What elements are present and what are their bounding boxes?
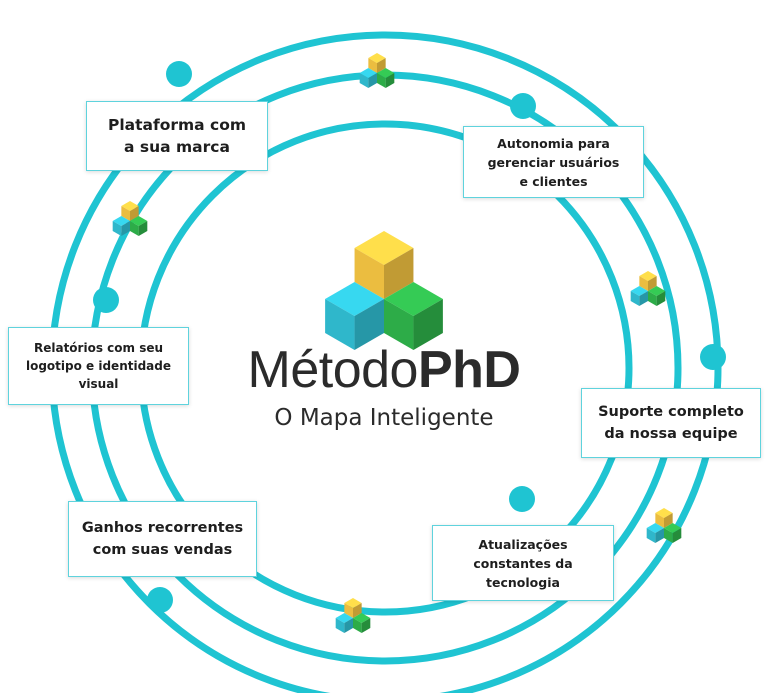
cube-face bbox=[335, 618, 345, 633]
cube-face bbox=[359, 68, 377, 78]
feature-line: Atualizações bbox=[478, 536, 568, 552]
cube-face bbox=[648, 286, 666, 296]
cube-face bbox=[354, 231, 414, 265]
cube-face bbox=[130, 221, 139, 236]
cube-face bbox=[112, 216, 130, 226]
feature-line: tecnologia bbox=[486, 574, 560, 590]
orbit-dot bbox=[93, 287, 119, 313]
cube-face bbox=[630, 286, 648, 296]
feature-atualizacoes: Atualizações constantes da tecnologia bbox=[432, 525, 614, 601]
feature-line: Plataforma com bbox=[107, 116, 247, 134]
cube-face bbox=[344, 618, 353, 633]
cube-face bbox=[353, 618, 362, 633]
cube-face bbox=[664, 523, 682, 533]
feature-line: e clientes bbox=[519, 173, 588, 189]
cube-face bbox=[655, 528, 664, 543]
cube-face bbox=[368, 73, 377, 88]
cube-face bbox=[130, 216, 148, 226]
cube-face bbox=[648, 276, 657, 291]
orbit-dot bbox=[510, 93, 536, 119]
feature-autonomia: Autonomia para gerenciar usuários e clie… bbox=[463, 126, 644, 198]
feature-plataforma: Plataforma com a sua marca bbox=[86, 101, 268, 171]
feature-line: constantes da bbox=[473, 555, 573, 571]
feature-line: visual bbox=[78, 377, 119, 391]
orbit-dot bbox=[147, 587, 173, 613]
feature-line: com suas vendas bbox=[92, 542, 233, 558]
cube-face bbox=[639, 291, 648, 306]
feature-line: gerenciar usuários bbox=[487, 154, 620, 170]
feature-line: a sua marca bbox=[124, 138, 230, 156]
brand-name-bold: PhD bbox=[417, 341, 521, 399]
small-cubes-icon bbox=[112, 201, 148, 236]
feature-line: Autonomia para bbox=[497, 135, 610, 151]
cube-face bbox=[353, 603, 362, 618]
cube-face bbox=[377, 73, 386, 88]
cube-face bbox=[359, 73, 369, 88]
cube-face bbox=[344, 603, 353, 618]
cube-face bbox=[138, 221, 148, 236]
cubes-logo-icon bbox=[325, 231, 443, 350]
brand-name-light: Método bbox=[247, 341, 419, 399]
feature-ganhos: Ganhos recorrentes com suas vendas bbox=[68, 501, 257, 577]
cube-face bbox=[377, 68, 395, 78]
orbit-dot bbox=[509, 486, 535, 512]
cube-face bbox=[361, 618, 371, 633]
small-cubes-icon bbox=[646, 508, 682, 543]
small-cubes-icon bbox=[359, 53, 395, 88]
cube-face bbox=[368, 53, 386, 63]
feature-relatorios: Relatórios com seu logotipo e identidade… bbox=[8, 327, 189, 405]
cube-face bbox=[353, 613, 371, 623]
cube-face bbox=[639, 276, 648, 291]
brand-tagline: O Mapa Inteligente bbox=[274, 405, 494, 431]
cube-face bbox=[121, 201, 139, 211]
cube-face bbox=[368, 58, 377, 73]
cube-face bbox=[664, 528, 673, 543]
cube-face bbox=[130, 206, 139, 221]
orbit-dot bbox=[700, 344, 726, 370]
cube-face bbox=[385, 73, 395, 88]
cube-face bbox=[377, 58, 386, 73]
feature-line: Suporte completo bbox=[598, 404, 744, 420]
cube-face bbox=[646, 523, 664, 533]
feature-line: logotipo e identidade bbox=[25, 359, 172, 373]
cube-face bbox=[121, 221, 130, 236]
feature-suporte: Suporte completo da nossa equipe bbox=[581, 388, 761, 458]
cube-face bbox=[335, 613, 353, 623]
cube-face bbox=[648, 291, 657, 306]
feature-line: Ganhos recorrentes bbox=[81, 520, 244, 536]
cube-face bbox=[655, 508, 673, 518]
cube-face bbox=[639, 271, 657, 281]
orbit-dot bbox=[166, 61, 192, 87]
cube-face bbox=[655, 513, 664, 528]
feature-line: da nossa equipe bbox=[604, 426, 738, 442]
cube-face bbox=[112, 221, 122, 236]
cube-face bbox=[121, 206, 130, 221]
small-cubes-icon bbox=[335, 598, 371, 633]
feature-line: Relatórios com seu bbox=[33, 341, 164, 355]
cube-face bbox=[344, 598, 362, 608]
cube-face bbox=[664, 513, 673, 528]
brand-title: MétodoPhD bbox=[0, 340, 768, 400]
